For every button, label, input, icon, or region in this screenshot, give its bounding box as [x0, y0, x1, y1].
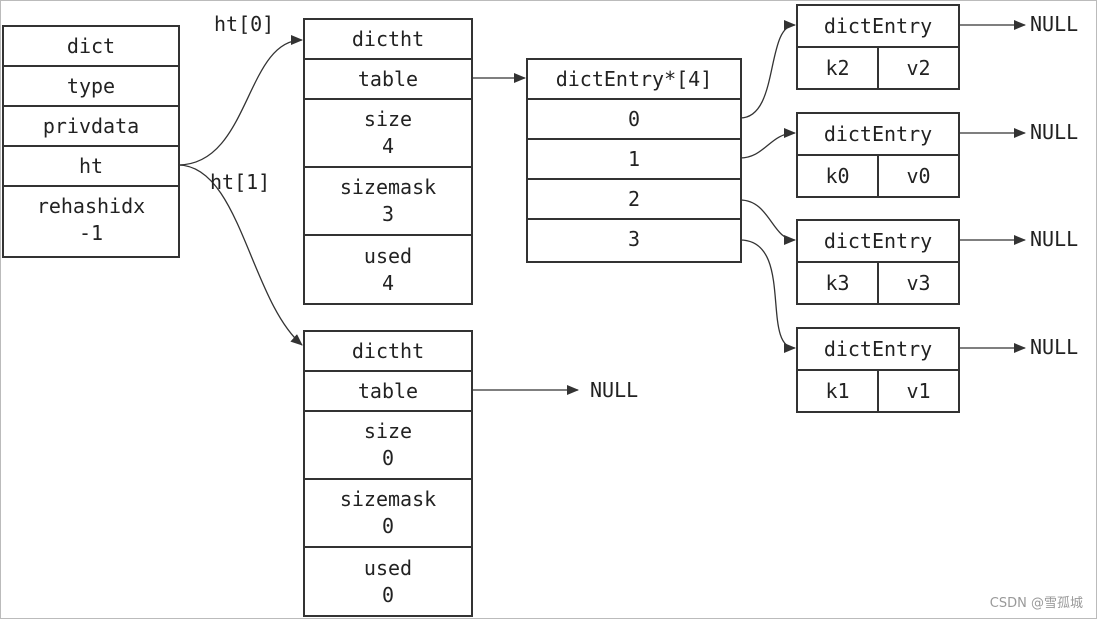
entry-title: dictEntry [823, 229, 933, 253]
arrow-ht1 [177, 164, 303, 346]
ht1-table-null: NULL [590, 378, 639, 402]
used-label: used [363, 243, 413, 268]
dict-entry-2: dictEntry k3 v3 [796, 219, 960, 305]
entry-1-next-null: NULL [1030, 120, 1079, 144]
arrow-slot0 [739, 20, 796, 119]
arrow-slot2 [739, 199, 796, 245]
entry-value: v2 [906, 56, 931, 80]
dictht-1-sizemask: sizemask 0 [305, 480, 471, 548]
entry-key: k2 [798, 48, 879, 88]
arrow-slot1 [739, 128, 796, 159]
used-label: used [363, 555, 413, 580]
entry-2-next-null: NULL [1030, 227, 1079, 251]
entry-key: k3 [798, 263, 879, 303]
dict-field-privdata: privdata [4, 107, 178, 147]
dictht-0-sizemask: sizemask 3 [305, 168, 471, 236]
size-value: 4 [381, 134, 395, 158]
dictht-0-size: size 4 [305, 100, 471, 168]
rehashidx-label: rehashidx [36, 193, 146, 218]
dict-struct: dict type privdata ht rehashidx -1 [2, 25, 180, 258]
dict-field-dict: dict [4, 27, 178, 67]
used-value: 0 [381, 582, 395, 607]
sizemask-value: 3 [381, 202, 395, 226]
entry-value: v1 [906, 379, 931, 403]
entry-value: v3 [906, 271, 931, 295]
dictht-0-used: used 4 [305, 236, 471, 303]
dict-entry-3: dictEntry k1 v1 [796, 327, 960, 413]
entry-title: dictEntry [823, 122, 933, 146]
dict-entry-0: dictEntry k2 v2 [796, 4, 960, 90]
entry-key: k1 [798, 371, 879, 411]
dict-field-ht: ht [4, 147, 178, 187]
entry-title: dictEntry [823, 14, 933, 38]
watermark: CSDN @雪孤城 [989, 596, 1083, 611]
size-label: size [363, 107, 413, 131]
entry-title: dictEntry [823, 337, 933, 361]
sizemask-label: sizemask [339, 487, 437, 511]
rehashidx-value: -1 [78, 220, 104, 245]
array-slot-3: 3 [627, 227, 641, 251]
sizemask-label: sizemask [339, 175, 437, 199]
dictht-0-table: table [305, 60, 471, 100]
dictht-0: dictht table size 4 sizemask 3 used 4 [303, 18, 473, 305]
dictht-1-table: table [305, 372, 471, 412]
size-label: size [363, 419, 413, 443]
dictht-1-used: used 0 [305, 548, 471, 615]
array-slot-0: 0 [528, 100, 740, 140]
array-slot-2: 2 [528, 180, 740, 220]
ht0-label: ht[0] [214, 12, 275, 36]
dict-field-type: type [4, 67, 178, 107]
dictentry-array: dictEntry*[4] 0 1 2 3 [526, 58, 742, 263]
entry-3-next-null: NULL [1030, 335, 1079, 359]
dictht-1-size: size 0 [305, 412, 471, 480]
array-slot-1: 1 [528, 140, 740, 180]
used-value: 4 [381, 270, 395, 295]
dictht-0-title: dictht [305, 20, 471, 60]
array-title: dictEntry*[4] [528, 60, 740, 100]
arrow-ht0 [177, 35, 303, 166]
dictht-1: dictht table size 0 sizemask 0 used 0 [303, 330, 473, 617]
dictht-1-title: dictht [305, 332, 471, 372]
dict-field-rehashidx: rehashidx -1 [4, 187, 178, 252]
arrow-slot3 [739, 239, 796, 353]
entry-key: k0 [798, 156, 879, 196]
size-value: 0 [381, 446, 395, 470]
ht1-label: ht[1] [210, 170, 271, 194]
entry-0-next-null: NULL [1030, 12, 1079, 36]
sizemask-value: 0 [381, 514, 395, 538]
entry-value: v0 [906, 164, 931, 188]
dict-entry-1: dictEntry k0 v0 [796, 112, 960, 198]
